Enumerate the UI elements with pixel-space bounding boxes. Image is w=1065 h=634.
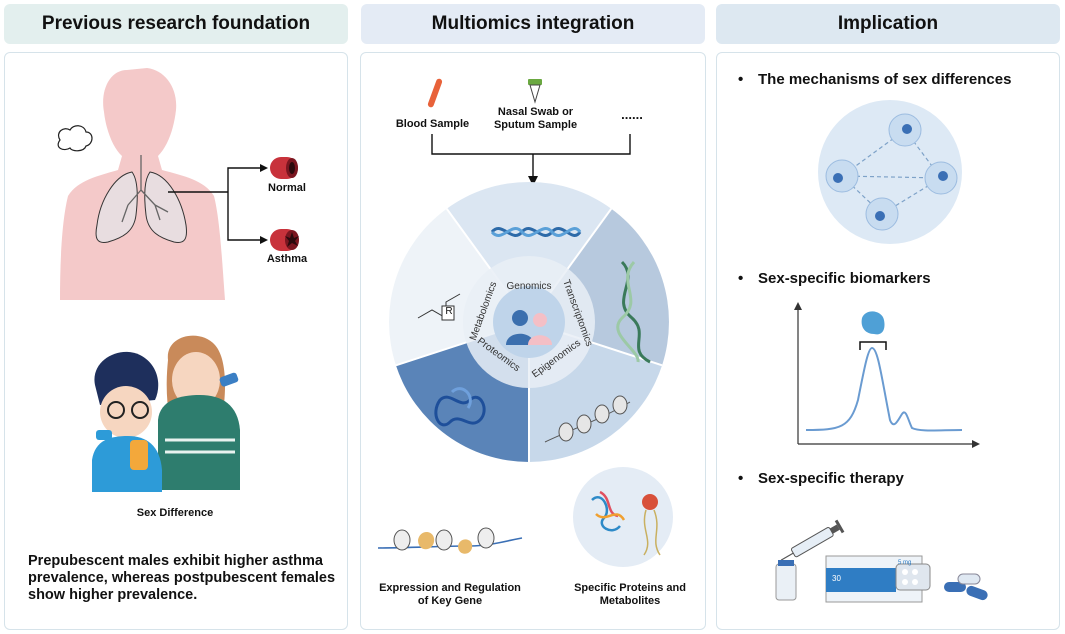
gene-caption-2: of Key Gene	[417, 595, 483, 607]
asthma-label: Asthma	[266, 253, 308, 265]
protein-caption-2: Metabolites	[599, 595, 661, 607]
medicine-box-number: 30	[832, 574, 841, 583]
bullet-text-therapy: Sex-specific therapy	[758, 470, 904, 487]
nasal-sample-label-1: Nasal Swab or	[497, 106, 574, 118]
nasal-sample-label-2: Sputum Sample	[493, 119, 578, 131]
panel-middle	[360, 52, 706, 630]
finding-text: Prepubescent males exhibit higher asthma…	[28, 553, 336, 603]
header-implication: Implication	[716, 4, 1060, 44]
more-samples-ellipsis: ......	[621, 107, 643, 122]
header-multiomics: Multiomics integration	[361, 4, 705, 44]
r-group-label: R	[445, 306, 453, 317]
bullet-symbol: •	[738, 270, 744, 287]
bullet-mechanisms: • The mechanisms of sex differences	[738, 71, 1011, 88]
bullet-biomarkers: • Sex-specific biomarkers	[738, 270, 931, 287]
protein-caption-1: Specific Proteins and	[574, 582, 686, 594]
bullet-symbol: •	[738, 71, 744, 88]
blood-sample-label: Blood Sample	[395, 118, 470, 130]
normal-label: Normal	[268, 182, 306, 194]
header-previous-research: Previous research foundation	[4, 4, 348, 44]
bullet-therapy: • Sex-specific therapy	[738, 470, 904, 487]
sex-difference-caption: Sex Difference	[136, 507, 214, 519]
panel-left	[4, 52, 348, 630]
gene-caption-1: Expression and Regulation	[379, 582, 521, 594]
panel-right	[716, 52, 1060, 630]
medicine-box-dose: 5 mg	[898, 560, 912, 566]
bullet-text-mechanisms: The mechanisms of sex differences	[758, 71, 1012, 88]
bullet-text-biomarkers: Sex-specific biomarkers	[758, 270, 931, 287]
bullet-symbol: •	[738, 470, 744, 487]
